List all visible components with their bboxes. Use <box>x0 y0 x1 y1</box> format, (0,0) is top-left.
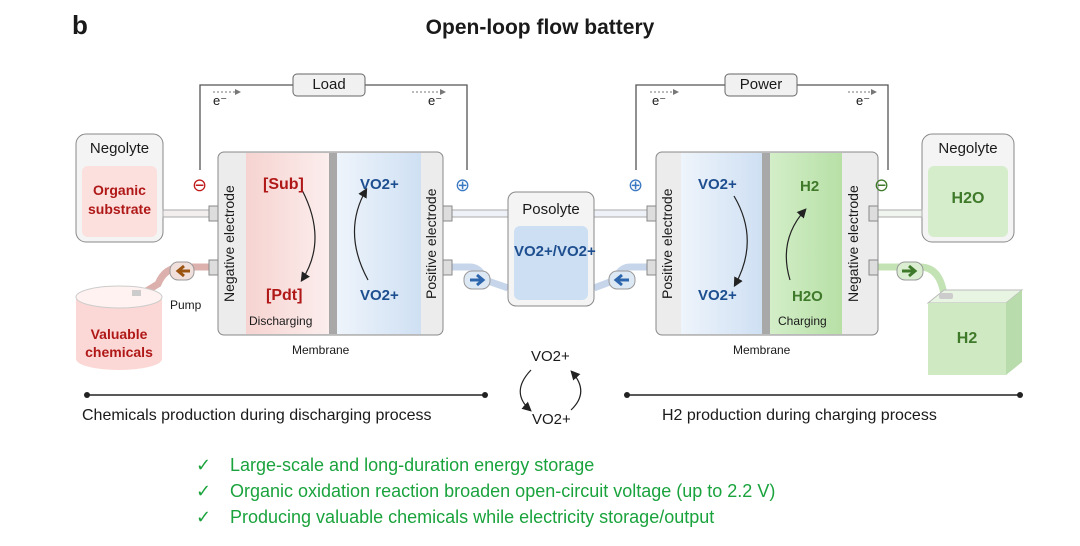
left-process-caption: Chemicals production during discharging … <box>82 407 432 424</box>
positive-sign-icon: ⊕ <box>455 175 471 195</box>
feature-item: ✓Producing valuable chemicals while elec… <box>196 504 775 530</box>
load-label: Load <box>312 76 346 93</box>
feature-list: ✓Large-scale and long-duration energy st… <box>196 452 775 530</box>
power-label: Power <box>739 76 783 93</box>
cycle-top-label: VO2+ <box>531 348 570 365</box>
negative-sign-icon: ⊖ <box>192 175 208 195</box>
valuable-chemicals-label: Valuable chemicals <box>85 326 153 360</box>
check-icon: ✓ <box>196 507 212 527</box>
electron-label: e⁻ <box>428 93 443 108</box>
valuable-chemicals-tank <box>75 285 163 370</box>
electron-label: e⁻ <box>213 93 228 108</box>
posolyte-title: Posolyte <box>522 201 580 218</box>
negative-sign-icon: ⊖ <box>874 175 890 195</box>
right-positive-electrode-label: Positive electrode <box>659 188 675 300</box>
left-negative-electrode-label: Negative electrode <box>221 185 237 303</box>
left-negolyte-title: Negolyte <box>89 140 150 157</box>
left-vo2plus-label: VO2+ <box>360 176 399 193</box>
h2-label: H2 <box>800 178 820 195</box>
right-vo2plus-label: VO2+ <box>698 176 737 193</box>
panel-letter: b <box>72 10 88 40</box>
feature-item: ✓Organic oxidation reaction broaden open… <box>196 478 775 504</box>
right-negative-electrode-label: Negative electrode <box>845 185 861 303</box>
hydrogen-tank <box>926 289 1024 375</box>
left-positive-electrode-label: Positive electrode <box>423 188 439 300</box>
electron-label: e⁻ <box>652 93 667 108</box>
right-negolyte-title: Negolyte <box>938 140 998 157</box>
feature-item: ✓Large-scale and long-duration energy st… <box>196 452 775 478</box>
positive-sign-icon: ⊕ <box>628 175 644 195</box>
left-cell <box>217 151 444 336</box>
pdt-label: [Pdt] <box>266 287 303 304</box>
check-icon: ✓ <box>196 455 212 475</box>
right-membrane-label: Membrane <box>733 343 791 357</box>
right-cell <box>655 151 879 336</box>
check-icon: ✓ <box>196 481 212 501</box>
sub-label: [Sub] <box>263 176 304 193</box>
cycle-bottom-label: VO2+ <box>532 411 571 428</box>
left-circuit-wire <box>199 73 468 170</box>
posolyte-pipes <box>442 205 657 292</box>
right-vo2-label: VO2+ <box>698 287 737 304</box>
right-pipes <box>868 205 948 296</box>
right-process-caption: H2 production during charging process <box>662 407 937 424</box>
figure-title: Open-loop flow battery <box>425 16 655 39</box>
organic-substrate-label: Organic substrate <box>87 182 152 217</box>
discharging-label: Discharging <box>249 314 313 328</box>
electron-label: e⁻ <box>856 93 871 108</box>
h2o-cell-label: H2O <box>792 288 823 305</box>
left-pipes <box>138 205 219 298</box>
left-vo2-label: VO2+ <box>360 287 399 304</box>
charging-label: Charging <box>778 314 827 328</box>
h2-tank-label: H2 <box>956 330 978 347</box>
posolyte-content: VO2+/VO2+ <box>514 243 596 260</box>
left-membrane-label: Membrane <box>292 343 350 357</box>
h2o-negolyte-label: H2O <box>951 190 985 207</box>
right-circuit-wire <box>635 73 889 170</box>
pump-label: Pump <box>170 298 202 312</box>
